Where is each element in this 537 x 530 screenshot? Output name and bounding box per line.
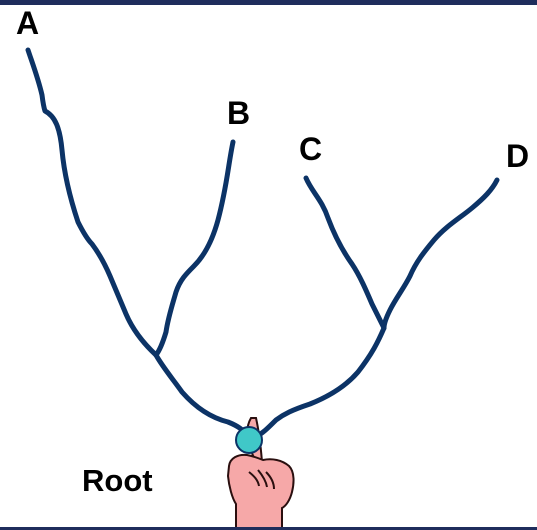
label-d: D [506,140,529,172]
label-root: Root [82,465,153,496]
branch-b [156,142,233,355]
branch-trunk-left [156,355,249,438]
branch-a [28,50,156,355]
label-b: B [227,97,250,129]
branch-d [384,180,497,328]
label-c: C [299,133,322,165]
branch-trunk-right [254,328,384,438]
branch-c [306,178,384,328]
hand-fist [228,455,294,530]
root-node [236,427,262,453]
label-a: A [16,7,39,39]
